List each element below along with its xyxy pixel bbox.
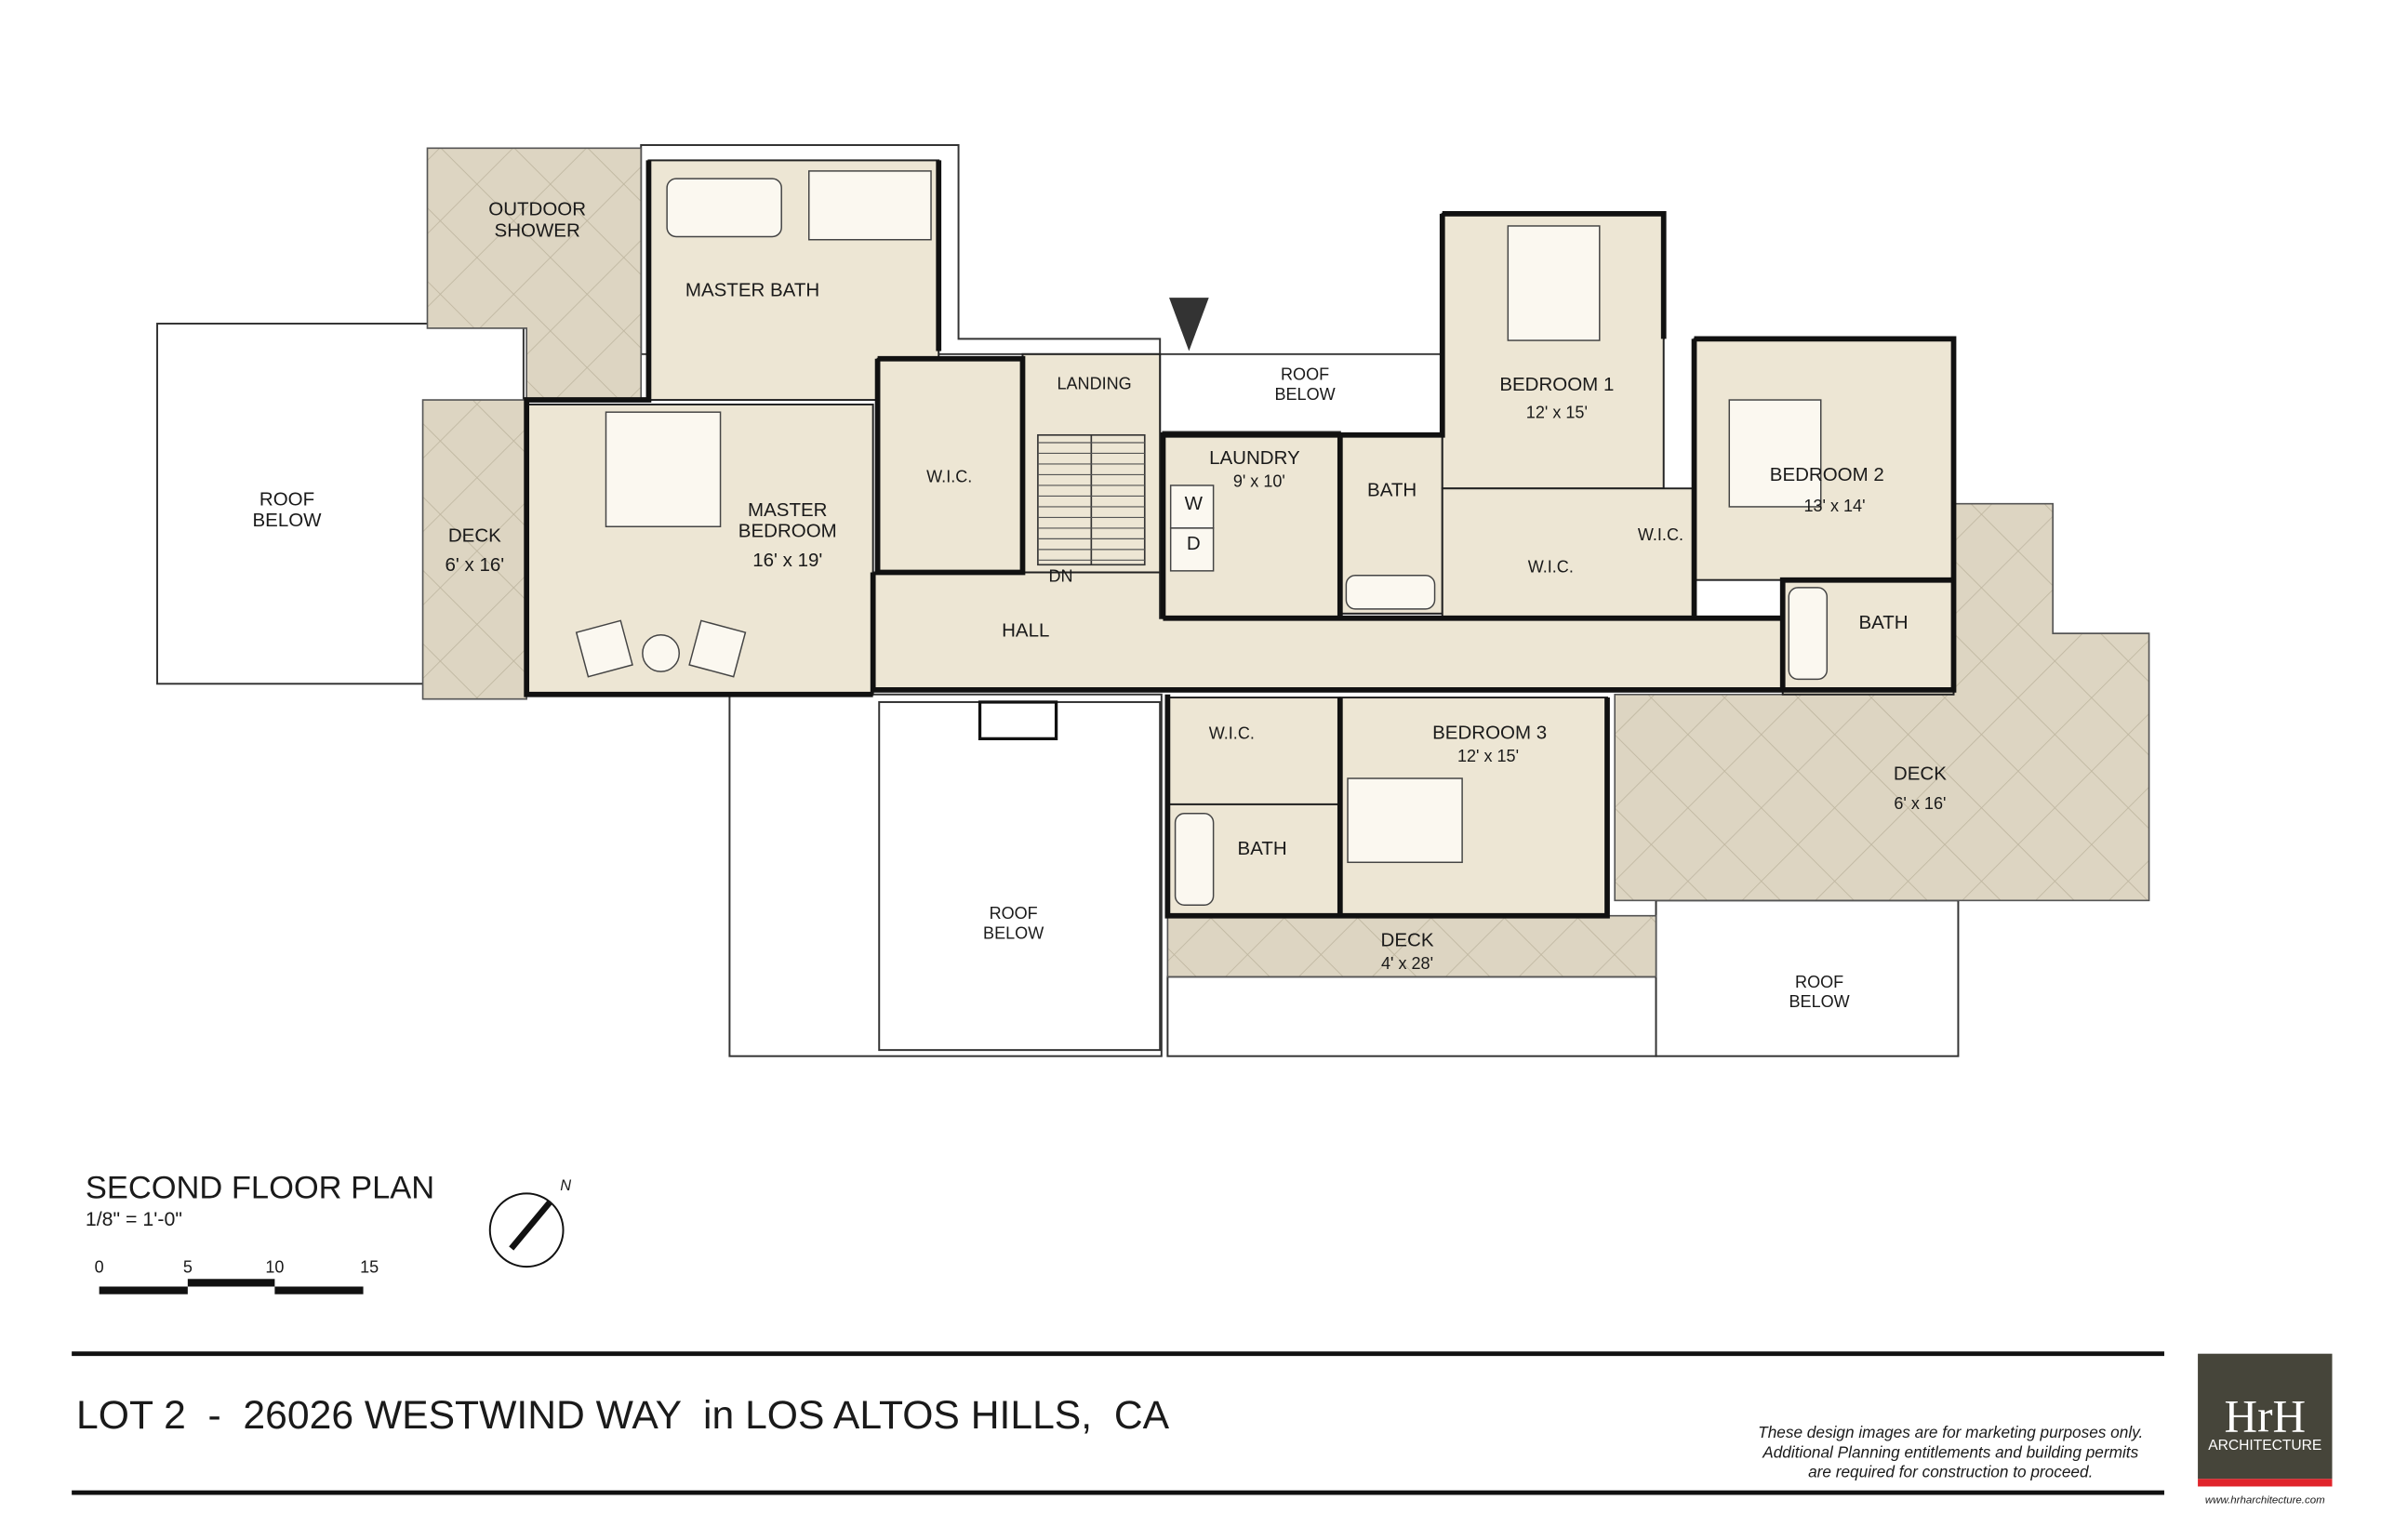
scale-tick-15: 15 (360, 1258, 379, 1277)
bedroom-1-label: BEDROOM 1 (1499, 374, 1614, 395)
logo-url: www.hrharchitecture.com (2205, 1495, 2325, 1507)
stairs (1037, 433, 1146, 566)
entry-arrow-icon (1169, 298, 1209, 352)
deck-bottom-label: DECK (1381, 930, 1434, 951)
disclaimer: These design images are for marketing pu… (1758, 1423, 2143, 1481)
plan-title: SECOND FLOOR PLAN (86, 1170, 434, 1205)
washer-label: W (1185, 493, 1204, 514)
deck-left (421, 399, 527, 700)
roof-below-label-2: BELOW (252, 510, 322, 531)
bedroom-2-wic-label: W.I.C. (1638, 525, 1683, 544)
plan-scale: 1/8" = 1'-0" (86, 1208, 182, 1230)
laundry-label: LAUNDRY (1209, 447, 1300, 469)
deck-left-label: DECK (448, 525, 501, 547)
bedroom-2-label: BEDROOM 2 (1770, 464, 1884, 485)
master-bedroom-size: 16' x 19' (752, 550, 822, 571)
deck-left-size: 6' x 16' (446, 554, 505, 576)
deck-right-label: DECK (1894, 763, 1947, 785)
bedroom-1-wic-label: W.I.C. (1528, 557, 1574, 576)
bedroom-3-wic-label: W.I.C. (1209, 724, 1255, 742)
roof-below-top-label: ROOF (1281, 365, 1329, 384)
disclaimer-line-2: Additional Planning entitlements and bui… (1762, 1442, 2138, 1461)
bedroom-3-wic (1166, 697, 1341, 805)
bedroom-3-label: BEDROOM 3 (1432, 722, 1547, 743)
chimney (978, 700, 1058, 740)
disclaimer-line-1: These design images are for marketing pu… (1758, 1423, 2143, 1441)
master-wic-label: W.I.C. (926, 468, 972, 486)
roof-below-label: ROOF (259, 488, 314, 510)
bedroom-1-size: 12' x 15' (1526, 404, 1588, 422)
scale-bar: 0 5 10 15 (95, 1258, 379, 1294)
bedroom-2-bath-label: BATH (1858, 612, 1908, 633)
deck-bottom (1166, 914, 1657, 978)
roof-below-bottom-label-2: BELOW (983, 923, 1044, 942)
project-title: LOT 2 - 26026 WESTWIND WAY in LOS ALTOS … (76, 1393, 1170, 1438)
disclaimer-line-3: are required for construction to proceed… (1808, 1463, 2093, 1481)
master-bedroom-label: MASTER (748, 499, 827, 521)
laundry-size: 9' x 10' (1233, 472, 1285, 491)
roof-below-bottom-label: ROOF (990, 904, 1038, 923)
deck-bottom-size: 4' x 28' (1381, 954, 1433, 973)
walls (524, 160, 1957, 919)
master-bath-label: MASTER BATH (685, 279, 819, 300)
deck-right-size: 6' x 16' (1894, 794, 1946, 813)
outdoor-shower-label: OUTDOOR (488, 198, 586, 219)
bedroom-3-size: 12' x 15' (1457, 747, 1519, 765)
bedroom-1-wic-area (1441, 487, 1696, 619)
bath-label: BATH (1367, 479, 1417, 500)
roof-strip (1166, 976, 1657, 1057)
master-wic (876, 357, 1024, 574)
bedroom-3-bath-label: BATH (1238, 838, 1287, 859)
outdoor-shower-label-2: SHOWER (495, 219, 580, 241)
north-label: N (560, 1177, 571, 1194)
roof-inner-outline (878, 700, 1162, 1052)
logo-mark: HrH (2225, 1390, 2306, 1441)
landing-label: LANDING (1057, 375, 1131, 393)
hrh-logo: HrH ARCHITECTURE www.hrharchitecture.com (2198, 1353, 2333, 1507)
scale-tick-0: 0 (95, 1258, 104, 1277)
hall-label: HALL (1002, 619, 1049, 641)
logo-subtitle: ARCHITECTURE (2208, 1438, 2321, 1454)
roof-below-top-label-2: BELOW (1274, 385, 1335, 404)
dn-label: DN (1048, 566, 1072, 585)
roof-below-right-label: ROOF (1795, 973, 1843, 991)
north-arrow-icon: N (488, 1177, 571, 1268)
master-bedroom-label-2: BEDROOM (738, 521, 837, 542)
bedroom-2-size: 13' x 14' (1803, 497, 1865, 515)
roof-below-right-label-2: BELOW (1789, 992, 1850, 1011)
scale-tick-5: 5 (183, 1258, 193, 1277)
scale-tick-10: 10 (265, 1258, 284, 1277)
fixtures (575, 170, 1829, 906)
dryer-label: D (1187, 533, 1201, 554)
